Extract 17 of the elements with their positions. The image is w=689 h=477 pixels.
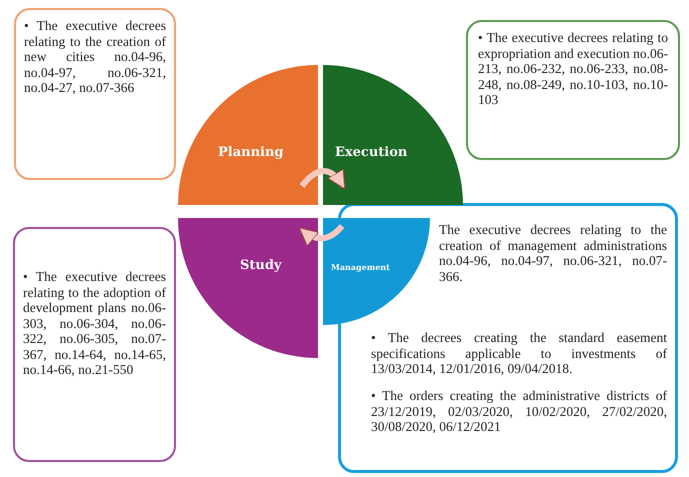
bullet-text: • The executive decrees relating to expropriation and execution no.06-213, no.06-232, no.06-233, no.08-248, no.08-249, no.10-103, no.10-103 — [478, 30, 668, 108]
text-card — [13, 227, 176, 462]
segment-label: Execution — [335, 145, 408, 160]
segment-label: Study — [240, 258, 282, 273]
paragraph-text: The executive decrees relating to the creation of management administrations no.04-96, no.04-97, no.06-321, no.07-366. — [439, 222, 667, 284]
quarter-circle-segment — [178, 65, 318, 205]
segment-label: Planning — [218, 145, 284, 160]
bullet-text: • The orders creating the administrative districts of 23/12/2019, 02/03/2020, 10/02/2020, 27/02/2020, 30/08/2020, 06/12/2021 — [371, 388, 667, 434]
quarter-circle-segment — [323, 65, 463, 205]
segment-label: Management — [331, 262, 390, 272]
text-card — [466, 20, 680, 160]
text-card — [14, 8, 176, 180]
bullet-text: • The decrees creating the standard easement specifications applicable to investments of 13/03/2014, 12/01/2016, 09/04/2018. — [371, 330, 667, 376]
curved-arrow — [298, 224, 344, 246]
bullet-text: • The executive decrees relating to the creation of new cities no.04-96, no.04-97, no.06-321, no.04-27, no.07-366 — [24, 18, 166, 96]
bullet-text: • The executive decrees relating to the adoption of development plans no.06-303, no.06-304, no.06-322, no.06-305, no.07-367, no.14-64, no.14-65, no.14-66, no.21-550 — [23, 269, 166, 378]
quarter-circle-segment — [178, 218, 318, 358]
